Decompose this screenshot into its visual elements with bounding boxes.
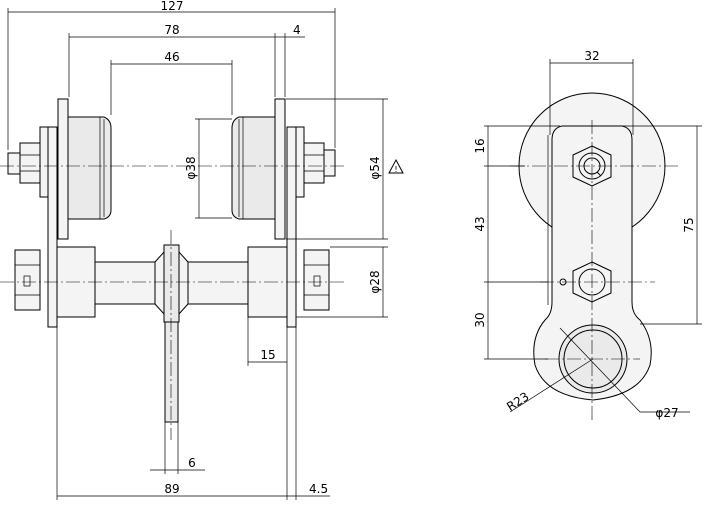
side-view: 32 16 43 30 75 R23 φ27: [473, 49, 702, 420]
dim-wheel-gap: 46: [164, 50, 179, 64]
dim-spacing-mid: 43: [473, 216, 487, 231]
left-top-bolt-end: [7, 152, 21, 175]
dim-plate-thickness: 4.5: [309, 482, 328, 496]
warning-mark: !: [394, 165, 397, 174]
right-flange-plate: [274, 98, 286, 240]
right-top-washer: [295, 126, 305, 198]
hanger-body: [164, 321, 179, 423]
left-axle-shaft: [94, 261, 156, 305]
left-flange-plate: [57, 98, 69, 240]
left-lower-nut: [14, 249, 41, 311]
dim-overall-width: 127: [161, 0, 184, 13]
right-top-nut: [303, 142, 325, 184]
warning-icon: [388, 158, 404, 174]
dim-radius: R23: [504, 389, 531, 414]
right-side-plate: [286, 126, 297, 328]
dim-eye-dia: φ27: [655, 406, 678, 420]
dim-plate-width: 32: [584, 49, 599, 63]
dim-flange-span: 78: [164, 23, 179, 37]
hanger-head: [163, 244, 180, 323]
right-lower-nut: [303, 249, 330, 311]
left-wheel: [67, 116, 112, 220]
dim-axle-dia: φ28: [368, 270, 382, 293]
dim-hanger-thickness: 6: [188, 456, 196, 470]
dim-plate-gap: 4: [293, 23, 301, 37]
dim-wheel-inner-dia: φ38: [184, 156, 198, 179]
front-view: 127 78 4 46 φ38 φ54 ! φ28: [0, 0, 404, 500]
right-axle-shaft: [187, 261, 249, 305]
left-side-plate: [47, 126, 58, 328]
dim-spacing-bottom: 30: [473, 312, 487, 327]
left-top-washer: [39, 126, 49, 198]
right-wheel: [231, 116, 276, 220]
left-top-nut: [19, 142, 41, 184]
dim-overall-height: 75: [682, 217, 696, 232]
dim-body-width: 89: [164, 482, 179, 496]
dim-wheel-outer-dia: φ54: [368, 156, 382, 179]
dim-spacing-top: 16: [473, 138, 487, 153]
dim-axle-offset: 15: [260, 348, 275, 362]
right-top-bolt-end: [323, 149, 336, 177]
